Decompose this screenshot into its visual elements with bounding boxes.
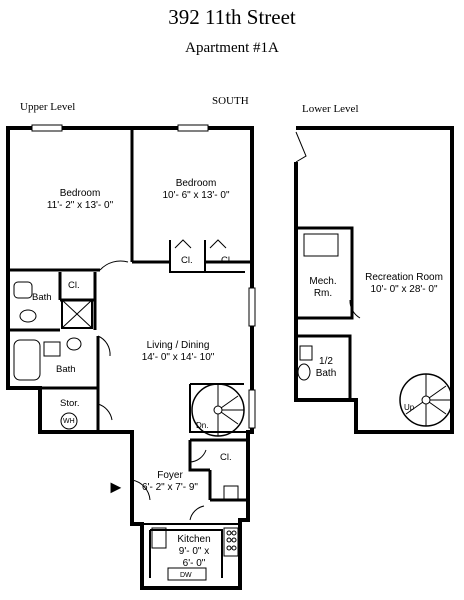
foyer-name: Foyer (157, 470, 183, 481)
mech-room-line-2: Rm. (313, 288, 333, 299)
storage-label: Stor. (60, 398, 80, 409)
recreation-room-dims: 10'- 0" x 28'- 0" (370, 284, 438, 295)
closet-b-label: Cl. (221, 255, 233, 266)
stair-up-label: Up (404, 403, 415, 412)
bedroom-1-dims: 11'- 2" x 13'- 0" (46, 200, 114, 211)
mech-room-label: Mech. Rm. (298, 276, 348, 300)
water-heater-label: WH (63, 418, 75, 425)
address-title: 392 11th Street (168, 5, 296, 29)
upper-bath-label: Bath (32, 292, 52, 303)
recreation-room-label: Recreation Room 10'- 0" x 28'- 0" (356, 272, 452, 296)
main-bath-label: Bath (56, 364, 76, 375)
kitchen-label: Kitchen 9'- 0" x 6'- 0" (166, 534, 222, 570)
bedroom-2-dims: 10'- 6" x 13'- 0" (162, 190, 230, 201)
closet-d-label: Cl. (220, 452, 232, 463)
foyer-label: Foyer 6'- 2" x 7'- 9" (130, 470, 210, 494)
living-dining-dims: 14'- 0" x 14'- 10" (141, 352, 215, 363)
bedroom-1-name: Bedroom (59, 188, 101, 199)
kitchen-name: Kitchen (177, 534, 211, 545)
half-bath-line-1: 1/2 (319, 356, 333, 367)
dishwasher-label: DW (180, 572, 192, 579)
stair-down-label: Dn. (196, 421, 209, 430)
south-label: SOUTH (212, 95, 249, 107)
bedroom-1-label: Bedroom 11'- 2" x 13'- 0" (30, 188, 130, 212)
living-dining-name: Living / Dining (146, 340, 210, 351)
bedroom-2-name: Bedroom (175, 178, 217, 189)
kitchen-dims-2: 6'- 0" (182, 558, 206, 569)
unit-subtitle: Apartment #1A (185, 40, 279, 56)
half-bath-label: 1/2 Bath (312, 356, 340, 380)
kitchen-dims-1: 9'- 0" x (178, 546, 210, 557)
closet-c-label: Cl. (68, 280, 80, 291)
entrance-arrow-icon: ► (107, 477, 125, 497)
lower-outer-wall (294, 126, 454, 434)
foyer-dims: 6'- 2" x 7'- 9" (142, 482, 198, 493)
half-bath-line-2: Bath (315, 368, 337, 379)
mech-room-line-1: Mech. (309, 276, 337, 287)
upper-level-label: Upper Level (20, 101, 76, 113)
closet-a-label: Cl. (181, 255, 193, 266)
recreation-room-name: Recreation Room (365, 272, 443, 283)
living-dining-label: Living / Dining 14'- 0" x 14'- 10" (118, 340, 238, 364)
lower-level-label: Lower Level (302, 103, 359, 115)
bedroom-2-label: Bedroom 10'- 6" x 13'- 0" (146, 178, 246, 202)
